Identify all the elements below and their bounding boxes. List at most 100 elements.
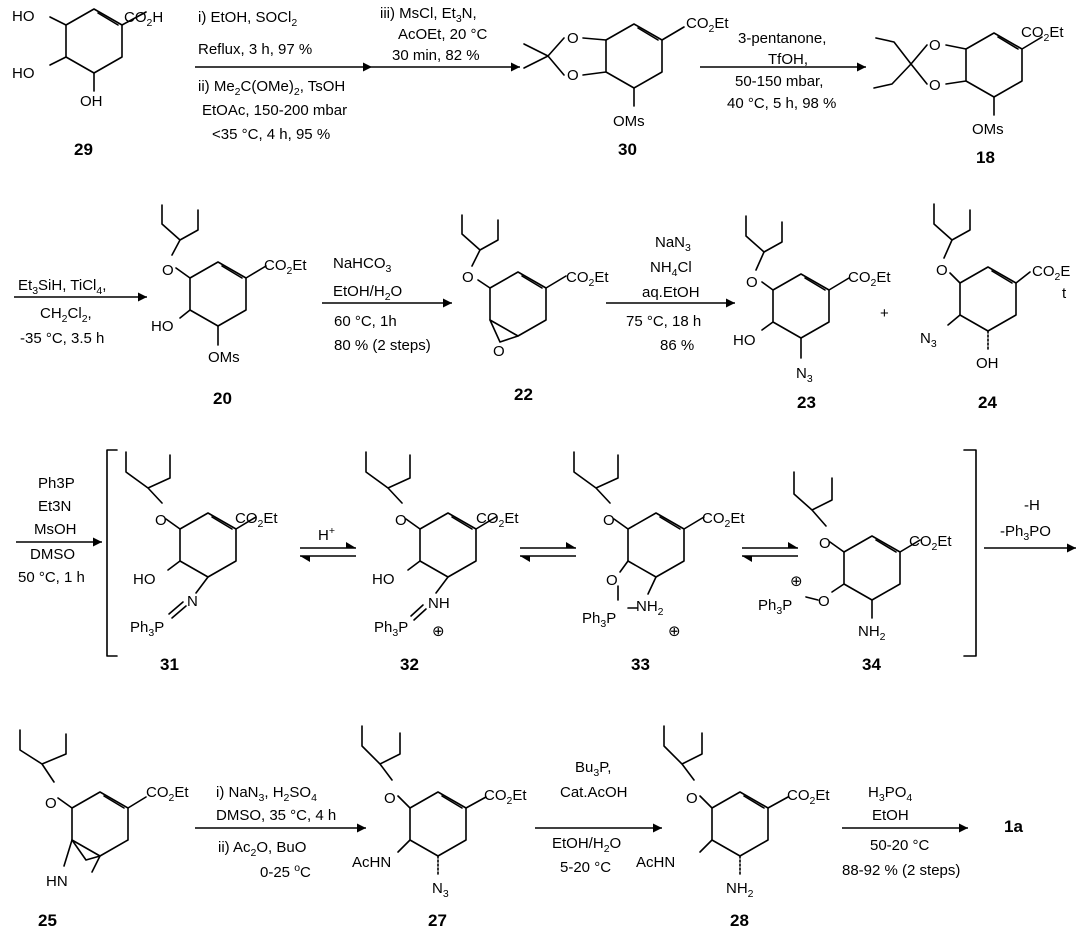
- group-bottom: OH: [80, 93, 103, 110]
- group-left: N3: [920, 330, 937, 350]
- conditions-23-31: Ph3P Et3N MsOH DMSO 50 °C, 1 h: [18, 475, 85, 586]
- positive-charge: ⊕: [668, 623, 681, 640]
- bracket-left: [106, 449, 118, 657]
- compound-number-25: 25: [38, 911, 57, 930]
- ether-oxygen: O: [936, 262, 948, 279]
- positive-charge: ⊕: [790, 573, 803, 590]
- group-top-right: CO2Et: [566, 269, 609, 289]
- compound-number-28: 28: [730, 911, 749, 930]
- compound-number-33: 33: [631, 655, 650, 674]
- ring-oxygen-2: O: [567, 67, 579, 84]
- plus-sign: +: [880, 305, 889, 322]
- svg-text:NaN3: NaN3: [655, 234, 691, 254]
- compound-number-20: 20: [213, 389, 232, 408]
- ether-oxygen: O: [395, 512, 407, 529]
- group-left: AcHN: [636, 854, 675, 871]
- compound-32: O HO NH Ph3P ⊕ CO2Et 32: [365, 451, 519, 674]
- phosphorus-group: Ph3P: [582, 610, 616, 630]
- ether-oxygen: O: [746, 274, 758, 291]
- group-bottom: OMs: [613, 113, 645, 130]
- compound-25: O HN CO2Et 25: [19, 729, 189, 930]
- svg-text:AcOEt, 20 °C: AcOEt, 20 °C: [398, 26, 488, 43]
- ether-oxygen: O: [686, 790, 698, 807]
- svg-text:Cat.AcOH: Cat.AcOH: [560, 784, 628, 801]
- compound-number-18: 18: [976, 148, 995, 167]
- conditions-22-23: NaN3 NH4Cl aq.EtOH 75 °C, 18 h 86 %: [626, 234, 701, 354]
- group-bottom: OMs: [972, 121, 1004, 138]
- group-bottom: N3: [796, 365, 813, 385]
- svg-text:0-25 oC: 0-25 oC: [260, 862, 311, 881]
- svg-text:88-92 % (2 steps): 88-92 % (2 steps): [842, 862, 960, 879]
- group-left: HO: [372, 571, 395, 588]
- group-bottom: NH2: [858, 623, 886, 643]
- group-top-right: CO2H: [124, 9, 163, 29]
- positive-charge: ⊕: [432, 623, 445, 640]
- svg-text:50-150 mbar,: 50-150 mbar,: [735, 73, 823, 90]
- ether-oxygen: O: [384, 790, 396, 807]
- compound-29: HO HO OH CO2H 29: [12, 8, 163, 159]
- svg-text:NH4Cl: NH4Cl: [650, 259, 692, 279]
- svg-text:Et3N: Et3N: [38, 498, 71, 515]
- conditions-27-28: Bu3P, Cat.AcOH EtOH/H2O 5-20 °C: [552, 759, 628, 876]
- svg-text:EtOH/H2O: EtOH/H2O: [333, 283, 402, 303]
- compound-34: O Ph3P ⊕ O NH2 CO2Et 34: [758, 471, 952, 674]
- group-top-right: CO2Et: [787, 787, 830, 807]
- compound-number-31: 31: [160, 655, 179, 674]
- group-bottom: OH: [976, 355, 999, 372]
- group-left: AcHN: [352, 854, 391, 871]
- conditions-28-1a: H3PO4 EtOH 50-20 °C 88-92 % (2 steps): [842, 784, 960, 879]
- group-top-right: CO2Et: [909, 533, 952, 553]
- group-top-right: CO2Et: [1021, 24, 1064, 44]
- group-left: HO: [12, 65, 35, 82]
- group-top-left: HO: [12, 8, 35, 25]
- group-top-right: CO2Et: [264, 257, 307, 277]
- svg-text:3-pentanone,: 3-pentanone,: [738, 30, 826, 47]
- svg-text:<35 °C, 4 h, 95 %: <35 °C, 4 h, 95 %: [212, 126, 330, 143]
- svg-text:iii) MsCl, Et3N,: iii) MsCl, Et3N,: [380, 5, 477, 25]
- epoxide-oxygen: O: [493, 343, 505, 360]
- svg-text:TfOH,: TfOH,: [768, 51, 808, 68]
- svg-text:DMSO: DMSO: [30, 546, 75, 563]
- compound-33: O O Ph3P NH2 ⊕ CO2Et 33: [573, 451, 745, 674]
- compound-30: O O OMs CO2Et 30: [523, 15, 729, 159]
- compound-20: O HO OMs CO2Et 20: [151, 204, 307, 408]
- ether-oxygen: O: [462, 269, 474, 286]
- svg-text:60 °C, 1h: 60 °C, 1h: [334, 313, 397, 330]
- compound-number-22: 22: [514, 385, 533, 404]
- group-top-right: CO2E: [1032, 263, 1070, 283]
- group-top-right: CO2Et: [146, 784, 189, 804]
- compound-number-1a: 1a: [1004, 817, 1023, 836]
- ether-oxygen: O: [603, 512, 615, 529]
- svg-text:ii) Me2C(OMe)2, TsOH: ii) Me2C(OMe)2, TsOH: [198, 78, 345, 98]
- ether-oxygen: O: [45, 795, 57, 812]
- svg-text:30 min, 82 %: 30 min, 82 %: [392, 47, 480, 64]
- svg-text:Bu3P,: Bu3P,: [575, 759, 611, 779]
- iminium-nh: NH: [428, 595, 450, 612]
- group-top-right-cont: t: [1062, 285, 1067, 302]
- conditions-30-18: 3-pentanone, TfOH, 50-150 mbar, 40 °C, 5…: [727, 30, 836, 112]
- group-top-right: CO2Et: [476, 510, 519, 530]
- group-top-right: CO2Et: [235, 510, 278, 530]
- group-bottom: N3: [432, 880, 449, 900]
- ether-oxygen: O: [155, 512, 167, 529]
- compound-31: O HO N Ph3P CO2Et 31: [125, 451, 278, 674]
- group-bottom: OMs: [208, 349, 240, 366]
- svg-text:NaHCO3: NaHCO3: [333, 255, 392, 275]
- svg-text:EtOH: EtOH: [872, 807, 909, 824]
- ether-oxygen: O: [819, 535, 831, 552]
- compound-number-34: 34: [862, 655, 881, 674]
- group-top-right: CO2Et: [702, 510, 745, 530]
- svg-text:Reflux, 3 h, 97 %: Reflux, 3 h, 97 %: [198, 41, 312, 58]
- svg-text:5-20 °C: 5-20 °C: [560, 859, 611, 876]
- svg-text:H3PO4: H3PO4: [868, 784, 912, 804]
- svg-text:aq.EtOH: aq.EtOH: [642, 284, 700, 301]
- conditions-elimination-2: -Ph3PO: [1000, 523, 1051, 543]
- group-top-right: CO2Et: [686, 15, 729, 35]
- group-bottom: NH2: [726, 880, 754, 900]
- phosphonium-oxygen: O: [818, 593, 830, 610]
- conditions-18-20: Et3SiH, TiCl4, CH2Cl2, -35 °C, 3.5 h: [18, 277, 106, 347]
- ammonium-group: NH2: [636, 598, 664, 618]
- imine-nitrogen: N: [187, 593, 198, 610]
- svg-text:86 %: 86 %: [660, 337, 694, 354]
- svg-text:CH2Cl2,: CH2Cl2,: [40, 305, 92, 325]
